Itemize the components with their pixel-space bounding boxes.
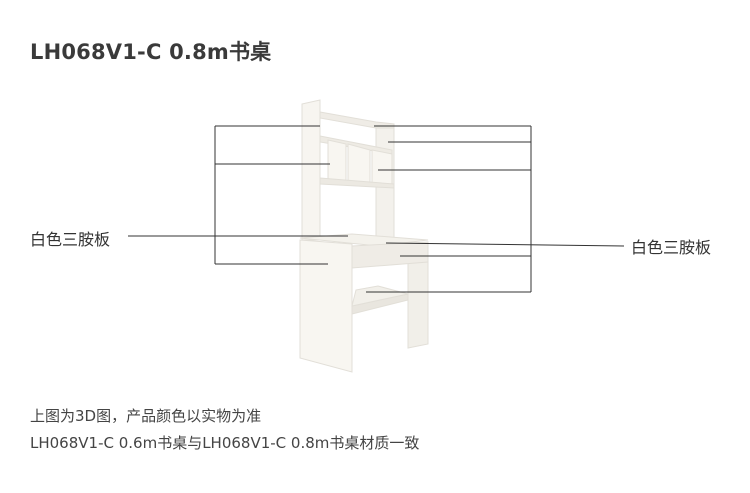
desk-left-leg bbox=[299, 239, 353, 373]
hutch-lower-shelf bbox=[319, 177, 395, 189]
cubby-divider-3 bbox=[371, 149, 393, 187]
desk-lower-shelf-back bbox=[351, 285, 409, 307]
caption-material-note: LH068V1-C 0.6m书桌与LH068V1-C 0.8m书桌材质一致 bbox=[30, 434, 420, 452]
cubby-divider-2 bbox=[347, 143, 371, 185]
cubby-divider-1 bbox=[327, 139, 347, 183]
hutch-left-panel bbox=[301, 99, 321, 241]
product-title: LH068V1-C 0.8m书桌 bbox=[30, 40, 272, 64]
desk-body bbox=[299, 233, 429, 373]
left-material-label: 白色三胺板 bbox=[30, 230, 111, 249]
caption-note: 上图为3D图，产品颜色以实物为准 bbox=[30, 407, 262, 425]
hutch-top-board bbox=[319, 111, 395, 129]
callout-lines bbox=[128, 125, 625, 293]
right-label-leader bbox=[385, 242, 625, 247]
right-material-label: 白色三胺板 bbox=[631, 238, 712, 257]
